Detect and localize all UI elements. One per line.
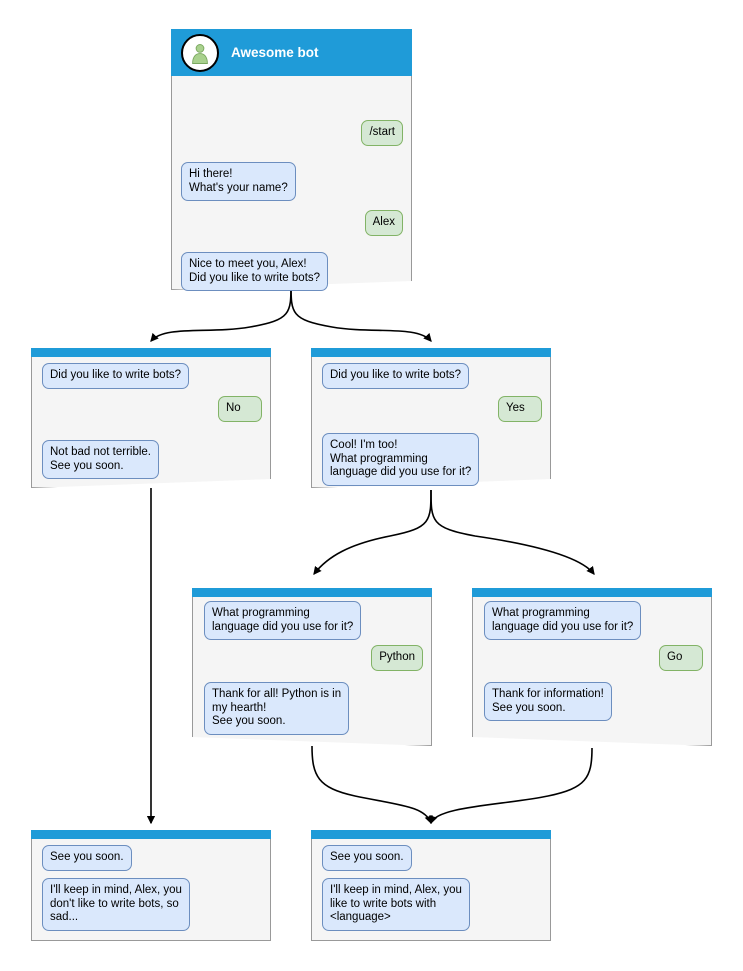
node-end-no-header xyxy=(31,830,271,839)
node-end-no[interactable]: See you soon. I'll keep in mind, Alex, y… xyxy=(31,830,271,941)
node-end-yes[interactable]: See you soon. I'll keep in mind, Alex, y… xyxy=(311,830,551,941)
node-no-branch-header xyxy=(31,348,271,357)
node-python-branch[interactable]: What programming language did you use fo… xyxy=(192,588,432,746)
message-bubble-bot: Nice to meet you, Alex! Did you like to … xyxy=(181,252,329,291)
node-end-no-body: See you soon. I'll keep in mind, Alex, y… xyxy=(31,839,271,941)
bot-title: Awesome bot xyxy=(231,45,319,60)
message-bubble-user: No xyxy=(218,396,262,422)
message-bubble-user: Python xyxy=(371,645,423,671)
message-bubble-bot: I'll keep in mind, Alex, you like to wri… xyxy=(322,878,470,931)
node-no-branch-body: Did you like to write bots? No Not bad n… xyxy=(31,357,271,488)
node-root[interactable]: Awesome bot /start Hi there! What's your… xyxy=(171,29,412,291)
message-bubble-bot: Thank for information! See you soon. xyxy=(484,682,612,721)
node-go-branch[interactable]: What programming language did you use fo… xyxy=(472,588,712,746)
message-bubble-bot: Not bad not terrible. See you soon. xyxy=(42,440,160,479)
message-bubble-bot: Thank for all! Python is in my hearth! S… xyxy=(204,682,350,735)
node-yes-branch[interactable]: Did you like to write bots? Yes Cool! I'… xyxy=(311,348,551,488)
edge-python-to-end xyxy=(311,745,433,825)
message-bubble-bot: Hi there! What's your name? xyxy=(181,162,296,201)
message-bubble-bot: See you soon. xyxy=(42,845,132,871)
message-bubble-user: Go xyxy=(659,645,703,671)
edge-yes-to-go xyxy=(430,489,595,575)
node-root-header: Awesome bot xyxy=(171,29,412,76)
node-end-yes-header xyxy=(311,830,551,839)
message-bubble-user: /start xyxy=(361,120,403,146)
node-python-branch-header xyxy=(192,588,432,597)
person-avatar-icon xyxy=(181,33,219,72)
node-go-branch-body: What programming language did you use fo… xyxy=(472,597,712,746)
message-bubble-bot: Cool! I'm too! What programming language… xyxy=(322,433,480,486)
message-bubble-bot: What programming language did you use fo… xyxy=(204,601,362,640)
node-python-branch-body: What programming language did you use fo… xyxy=(192,597,432,746)
edge-yes-to-python xyxy=(313,489,432,575)
message-bubble-bot: Did you like to write bots? xyxy=(322,363,470,389)
node-root-body: /start Hi there! What's your name? Alex … xyxy=(171,76,412,291)
node-go-branch-header xyxy=(472,588,712,597)
node-no-branch[interactable]: Did you like to write bots? No Not bad n… xyxy=(31,348,271,488)
edge-root-to-yes xyxy=(290,283,432,342)
node-yes-branch-body: Did you like to write bots? Yes Cool! I'… xyxy=(311,357,551,488)
message-bubble-bot: I'll keep in mind, Alex, you don't like … xyxy=(42,878,190,931)
message-bubble-bot: What programming language did you use fo… xyxy=(484,601,642,640)
node-end-yes-body: See you soon. I'll keep in mind, Alex, y… xyxy=(311,839,551,941)
message-bubble-bot: Did you like to write bots? xyxy=(42,363,190,389)
node-yes-branch-header xyxy=(311,348,551,357)
edge-go-to-end xyxy=(429,747,593,825)
edge-root-to-no xyxy=(150,283,292,342)
message-bubble-user: Alex xyxy=(364,210,403,236)
message-bubble-user: Yes xyxy=(498,396,542,422)
message-bubble-bot: See you soon. xyxy=(322,845,412,871)
